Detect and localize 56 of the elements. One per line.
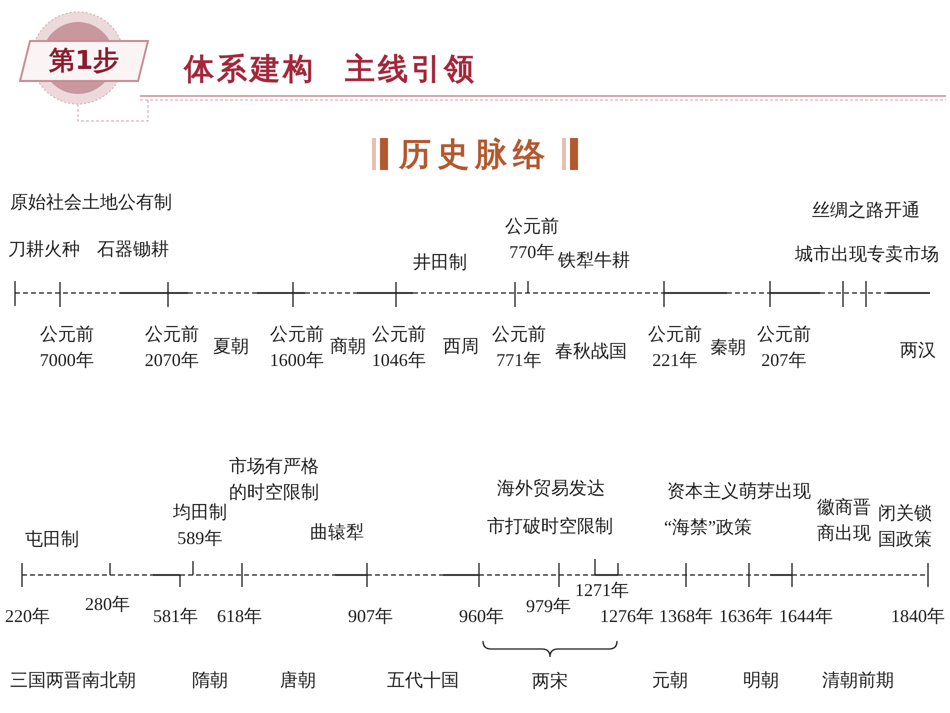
year-label: 618年 [217,605,262,628]
event-label: 均田制589年 [172,501,228,550]
date-label: 公元前770年 [504,215,559,262]
date-label: 公元前771年 [490,323,547,372]
event-label: 铁犁牛耕 [558,249,630,272]
period-label: 五代十国 [387,669,459,692]
year-label: 1271年 [575,579,629,602]
event-label: “海禁”政策 [664,516,752,539]
header-text: 体系建构 [184,52,316,88]
year-label: 1368年 [659,605,713,628]
year-label: 280年 [85,593,130,616]
event-label: 城市出现专卖市场 [795,243,939,266]
year-label: 1276年 [600,605,654,628]
event-label: 闭关锁国政策 [876,502,933,551]
period-label: 两汉 [900,339,936,362]
event-label: 井田制 [413,251,467,274]
period-label: 春秋战国 [555,340,627,363]
date-label: 公元前1046年 [370,323,427,372]
event-label: 资本主义萌芽出现 [667,480,811,503]
period-label: 秦朝 [710,336,746,359]
header-text: 主线引领 [345,52,477,88]
period-label: 唐朝 [280,669,316,692]
event-label: 屯田制 [25,528,79,551]
year-label: 1636年 [719,605,773,628]
period-label: 西周 [443,335,479,358]
event-label: 市场有严格的时空限制 [229,455,320,504]
year-label: 979年 [526,595,571,618]
year-label: 907年 [348,605,393,628]
period-label: 元朝 [652,669,688,692]
period-label: 清朝前期 [822,669,894,692]
period-label: 明朝 [743,669,779,692]
date-label: 公元前207年 [756,323,812,372]
event-label: 徽商晋商出现 [816,496,872,545]
year-label: 1840年 [891,605,945,628]
period-label: 夏朝 [213,335,249,358]
event-label: 市打破时空限制 [487,515,613,538]
year-label: 960年 [459,605,504,628]
diagram-title: 历史脉络 [399,135,551,174]
period-label: 隋朝 [192,669,228,692]
period-label: 两宋 [532,670,568,693]
event-label: 原始社会土地公有制 [10,191,172,214]
event-label: 丝绸之路开通 [812,199,920,222]
event-label: 海外贸易发达 [497,477,605,500]
period-label: 商朝 [330,335,366,358]
event-label: 刀耕火种 [8,238,80,261]
badge-text: 第1步 [48,45,120,77]
event-label: 石器锄耕 [97,238,169,261]
date-label: 公元前2070年 [144,323,200,372]
year-label: 1644年 [779,605,833,628]
year-label: 581年 [153,605,198,628]
date-label: 公元前1600年 [268,323,325,372]
date-label: 公元前221年 [646,323,703,372]
date-label: 公元前7000年 [38,323,95,372]
year-label: 220年 [5,605,50,628]
event-label: 曲辕犁 [310,521,364,544]
period-label: 三国两晋南北朝 [10,669,136,692]
